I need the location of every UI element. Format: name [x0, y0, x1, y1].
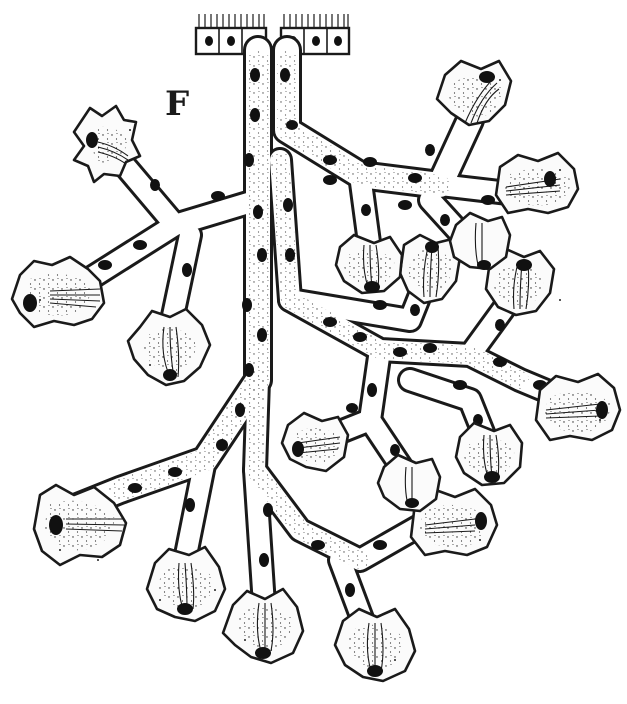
- acinus: [398, 233, 462, 305]
- texture-dots: [39, 79, 601, 661]
- cilia: [198, 14, 349, 28]
- acinus: [221, 587, 305, 665]
- figure-label: F: [165, 84, 189, 124]
- acinus: [10, 255, 106, 329]
- acinus: [72, 104, 142, 184]
- duct-nuclei: [98, 68, 547, 597]
- acinus: [454, 421, 524, 487]
- acinus: [435, 59, 513, 127]
- acinus: [145, 545, 227, 623]
- acinus: [494, 151, 580, 215]
- acinus: [376, 453, 442, 513]
- acinus: [484, 247, 556, 317]
- acinus: [32, 483, 128, 567]
- acinus: [334, 233, 404, 295]
- acinus: [333, 607, 417, 683]
- acinus: [448, 211, 512, 271]
- acinus: [280, 411, 350, 473]
- acinus: [126, 307, 212, 387]
- acinus: [409, 487, 499, 557]
- secretory-acini: [10, 59, 622, 683]
- acinus: [534, 372, 622, 442]
